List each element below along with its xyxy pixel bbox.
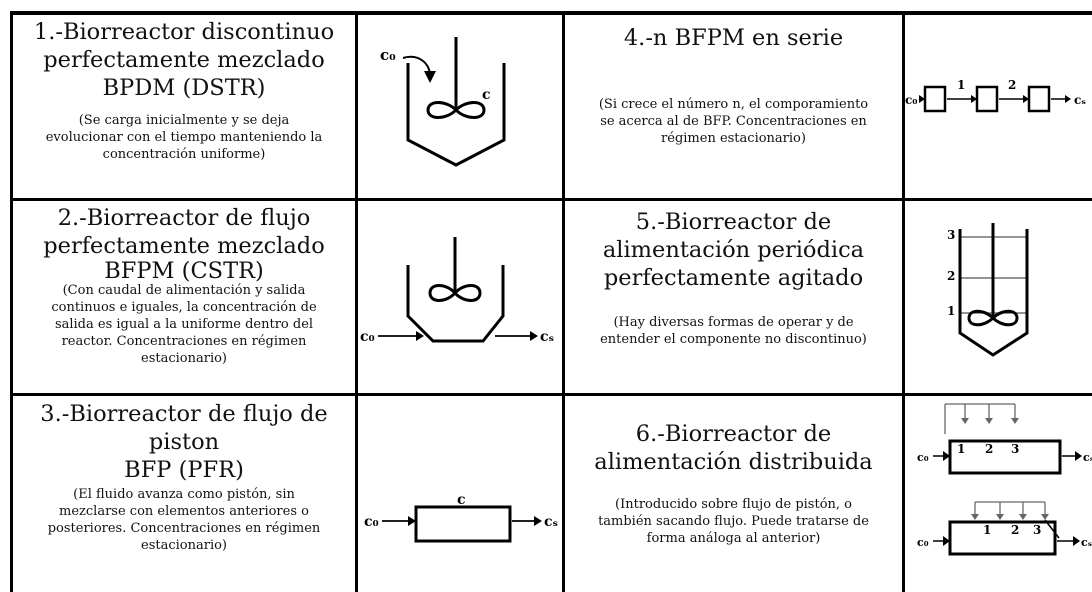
col-divider-2 [562, 11, 565, 592]
cell-distributed-feed-desc-line: (Introducido sobre flujo de pistón, o [615, 497, 852, 512]
cell-cstr-desc-line: salida es igual a la uniforme dentro del [54, 317, 314, 332]
cell-pfr: 3.-Biorreactor de flujo de piston BFP (P… [13, 400, 355, 590]
cell-dstr: 1.-Biorreactor discontinuo perfectamente… [13, 18, 355, 198]
cell-pfr-title-line: piston [148, 429, 220, 455]
dist-top-c0-label: c₀ [917, 451, 929, 464]
cell-periodic-feed-desc-line: entender el componente no discontinuo) [600, 332, 867, 347]
cell-periodic-feed-desc-line: (Hay diversas formas de operar y de [613, 315, 854, 330]
row-divider-2 [10, 393, 1092, 396]
row-divider-1 [10, 198, 1092, 201]
dist-bottom-n1: 1 [983, 523, 991, 537]
dist-top-cs-label: cₛ [1083, 451, 1092, 464]
cell-dstr-title-line: 1.-Biorreactor discontinuo [33, 19, 335, 45]
dist-bottom-cs-label: cₛ [1081, 536, 1092, 549]
cell-pfr-desc-line: (El fluido avanza como pistón, sin [73, 487, 295, 502]
fedbatch-level-2: 2 [947, 269, 955, 283]
cell-distributed-feed-desc-line: también sacando flujo. Puede tratarse de [598, 514, 869, 529]
cell-cstr-desc-line: reactor. Concentraciones en régimen [61, 334, 307, 349]
cell-cstr-title-line: perfectamente mezclado [43, 233, 325, 259]
cell-bfpm-series-desc-line: (Si crece el número n, el comporamiento [598, 97, 869, 112]
dstr-diagram: c₀ c [380, 37, 506, 167]
cell-cstr-desc-line: estacionario) [141, 351, 227, 366]
cell-cstr-title-line: BFPM (CSTR) [104, 258, 264, 284]
cell-pfr-title-line: 3.-Biorreactor de flujo de [40, 401, 328, 427]
cell-cstr-desc-line: (Con caudal de alimentación y salida [62, 283, 306, 298]
pfr-cs-label: cₛ [544, 514, 558, 530]
cell-distributed-feed-title-line: 6.-Biorreactor de [635, 421, 832, 447]
series-diagram: c₀ 1 2 cₛ [905, 78, 1086, 113]
cell-pfr-desc-line: posteriores. Concentraciones en régimen [47, 521, 321, 536]
cell-cstr-desc-line: continuos e iguales, la concentración de [51, 300, 317, 315]
cell-distributed-feed-title-line: alimentación distribuida [594, 449, 873, 475]
cell-cstr: 2.-Biorreactor de flujo perfectamente me… [13, 204, 355, 394]
cell-periodic-feed-title-line: 5.-Biorreactor de [635, 209, 832, 235]
cell-periodic-feed: 5.-Biorreactor de alimentación periódica… [565, 208, 902, 393]
dist-top-n3: 3 [1011, 442, 1019, 456]
cell-bfpm-series-desc-line: régimen estacionario) [661, 131, 806, 146]
fedbatch-level-3: 3 [947, 228, 955, 242]
cell-distributed-feed-desc-line: forma análoga al anterior) [646, 531, 821, 546]
cell-bfpm-series-title: 4.-n BFPM en serie [623, 25, 844, 51]
cstr-c0-label: c₀ [360, 329, 375, 345]
table-top-border [10, 11, 1092, 15]
col-divider-3 [902, 11, 905, 592]
series-c0-label: c₀ [905, 93, 918, 107]
dstr-c0-label: c₀ [380, 46, 396, 64]
dist-bottom-n2: 2 [1011, 523, 1019, 537]
cell-dstr-title-line: BPDM (DSTR) [102, 75, 266, 101]
table-left-border [10, 11, 13, 592]
dist-bottom-c0-label: c₀ [917, 536, 929, 549]
dist-top-n2: 2 [985, 442, 993, 456]
fedbatch-level-1: 1 [947, 304, 955, 318]
cell-dstr-desc-line: concentración uniforme) [102, 147, 266, 162]
cell-dstr-desc-line: evolucionar con el tiempo manteniendo la [45, 130, 323, 145]
cell-cstr-title-line: 2.-Biorreactor de flujo [57, 205, 311, 231]
col-divider-1 [355, 11, 358, 592]
cell-periodic-feed-title-line: perfectamente agitado [603, 265, 864, 291]
dstr-c-label: c [482, 87, 491, 103]
cell-pfr-desc-line: estacionario) [141, 538, 227, 553]
cell-bfpm-series: 4.-n BFPM en serie (Si crece el número n… [565, 24, 902, 198]
cell-pfr-title-line: BFP (PFR) [124, 457, 244, 483]
cell-dstr-title-line: perfectamente mezclado [43, 47, 325, 73]
distributed-diagram: c₀ 1 2 3 cₛ c₀ 1 2 3 cₛ [917, 403, 1092, 556]
cell-periodic-feed-title-line: alimentación periódica [602, 237, 865, 263]
cstr-diagram: c₀ cₛ [360, 237, 554, 345]
pfr-diagram: c₀ c cₛ [364, 492, 558, 543]
fedbatch-diagram: 3 2 1 [947, 223, 1029, 357]
cell-pfr-desc-line: mezclarse con elementos anteriores o [59, 504, 309, 519]
dist-top-n1: 1 [957, 442, 965, 456]
pfr-c-label: c [457, 492, 466, 508]
pfr-c0-label: c₀ [364, 514, 379, 530]
series-n1-label: 1 [957, 78, 965, 92]
cstr-cs-label: cₛ [540, 329, 554, 345]
cell-dstr-desc-line: (Se carga inicialmente y se deja [78, 113, 290, 128]
series-cs-label: cₛ [1074, 93, 1086, 107]
dist-bottom-n3: 3 [1033, 523, 1041, 537]
series-n2-label: 2 [1008, 78, 1016, 92]
cell-bfpm-series-desc-line: se acerca al de BFP. Concentraciones en [600, 114, 867, 129]
cell-distributed-feed: 6.-Biorreactor de alimentación distribui… [565, 420, 902, 590]
